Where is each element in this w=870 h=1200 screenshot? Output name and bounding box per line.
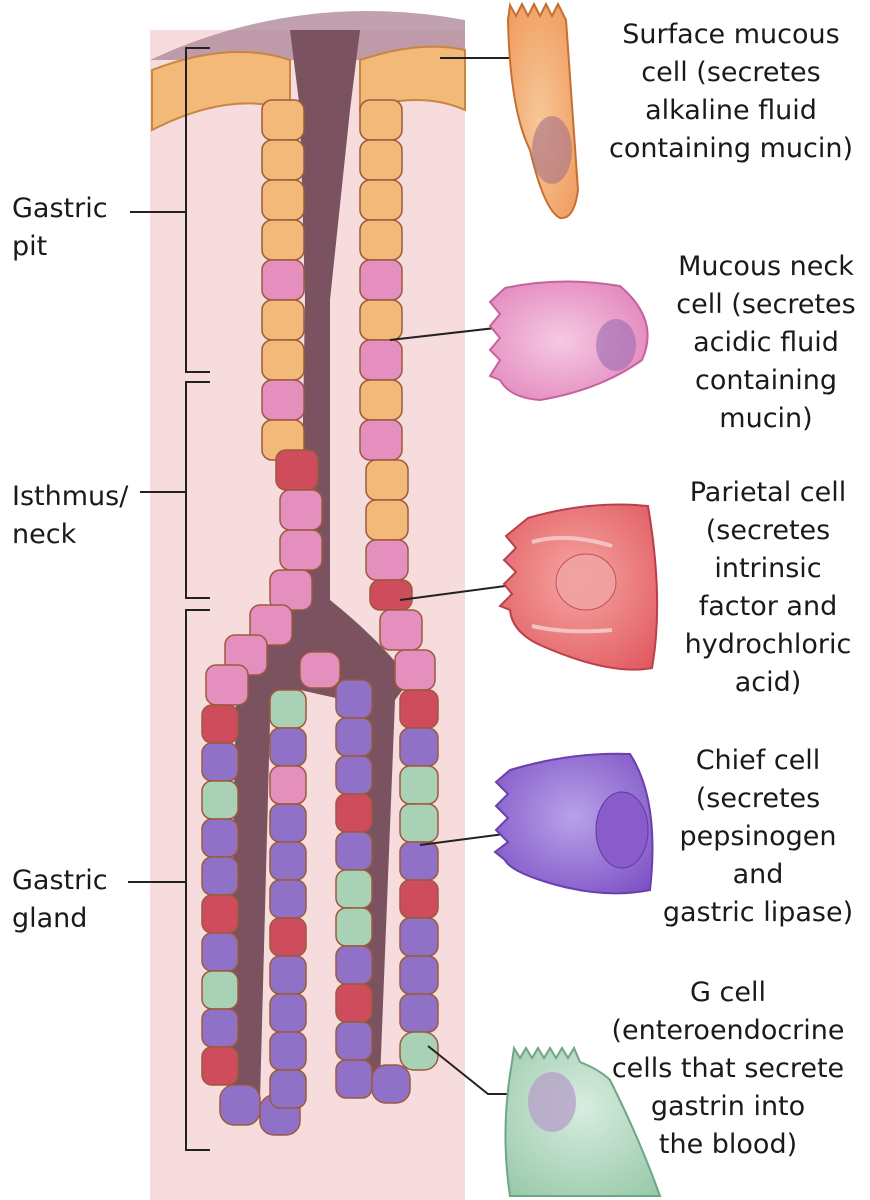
label-line: intrinsic: [714, 553, 822, 584]
label-mucous-neck-cell: Mucous neck cell (secretes acidic fluid …: [668, 248, 864, 438]
label-line: acid): [734, 667, 802, 698]
label-line: G cell: [690, 977, 766, 1008]
label-gastric-pit: Gastric pit: [12, 190, 108, 266]
label-line: Gastric: [12, 193, 108, 224]
surface-mucous-cell-illustration: [506, 1, 580, 220]
label-line: Chief cell: [695, 745, 821, 776]
label-isthmus-neck: Isthmus/ neck: [12, 478, 128, 554]
g-cell-illustration: [504, 1045, 662, 1197]
label-line: Gastric: [12, 865, 108, 896]
label-line: containing mucin): [609, 133, 853, 164]
label-line: Parietal cell: [689, 477, 847, 508]
mucous-neck-cell-illustration: [488, 280, 649, 402]
parietal-cell-illustration: [498, 503, 659, 671]
label-line: and: [732, 859, 784, 890]
label-line: Mucous neck: [678, 251, 854, 282]
label-chief-cell: Chief cell (secretes pepsinogen and gast…: [650, 742, 866, 932]
right-wall-cells: [299, 99, 439, 1104]
label-line: alkaline fluid: [645, 95, 817, 126]
label-line: mucin): [719, 403, 813, 434]
label-gastric-gland: Gastric gland: [12, 862, 108, 938]
left-wall-cells: [201, 99, 323, 1136]
label-line: containing: [695, 365, 837, 396]
label-g-cell: G cell (enteroendocrine cells that secre…: [590, 974, 866, 1164]
chief-cell-illustration: [493, 752, 654, 895]
label-line: gastrin into: [650, 1091, 806, 1122]
label-line: cells that secrete: [611, 1053, 845, 1084]
label-line: gastric lipase): [662, 897, 854, 928]
label-line: hydrochloric: [684, 629, 852, 660]
label-parietal-cell: Parietal cell (secretes intrinsic factor…: [672, 474, 864, 702]
label-line: factor and: [698, 591, 838, 622]
label-line: pit: [12, 231, 48, 262]
label-line: cell (secretes: [641, 57, 821, 88]
region-brackets: [128, 47, 210, 1151]
label-line: cell (secretes: [676, 289, 856, 320]
label-line: Isthmus/: [12, 481, 129, 512]
label-line: Surface mucous: [622, 19, 840, 50]
label-line: the blood): [658, 1129, 798, 1160]
label-line: gland: [12, 903, 88, 934]
label-line: pepsinogen: [679, 821, 837, 852]
label-line: (secretes: [705, 515, 831, 546]
label-line: acidic fluid: [693, 327, 839, 358]
label-line: (secretes: [695, 783, 821, 814]
label-surface-mucous-cell: Surface mucous cell (secretes alkaline f…: [600, 16, 862, 168]
label-line: neck: [12, 519, 77, 550]
label-line: (enteroendocrine: [611, 1015, 845, 1046]
